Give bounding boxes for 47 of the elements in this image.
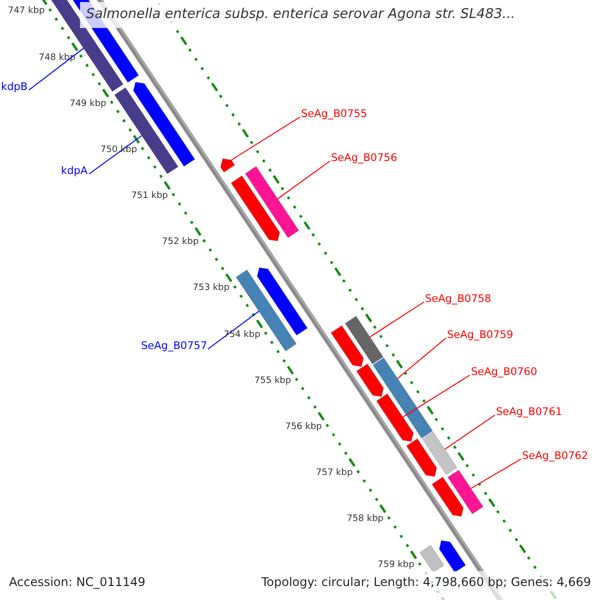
gene-block	[419, 544, 444, 573]
gene-block	[406, 438, 438, 477]
leader-line	[402, 374, 470, 418]
gene-label: kdpA	[61, 166, 88, 178]
tick-label: 755 kbp	[254, 376, 292, 387]
leader-line	[397, 338, 446, 379]
footer-text: Topology: circular; Length: 4,798,660 bp; Genes: 4,669	[261, 576, 591, 590]
leader-line	[208, 310, 260, 350]
gene-label: SeAg_B0760	[471, 367, 538, 379]
tick-label: 747 kbp	[8, 7, 45, 18]
gene-block	[330, 325, 364, 367]
tick-label: 750 kbp	[100, 146, 138, 156]
gene-block	[447, 470, 484, 514]
leader-line	[277, 160, 330, 200]
tick-label: 759 kbp	[378, 561, 414, 572]
gene-label: SeAg_B0758	[425, 294, 492, 306]
gene-block	[244, 166, 300, 238]
leader-line	[230, 116, 300, 160]
tick-label: 751 kbp	[131, 192, 168, 202]
gene-block	[356, 363, 384, 397]
tick-label: 756 kbp	[285, 422, 322, 433]
gene-block	[438, 540, 466, 573]
leader-line	[88, 135, 142, 174]
tick-label: 758 kbp	[346, 515, 384, 526]
gene-block	[376, 393, 414, 442]
gene-block	[230, 175, 280, 242]
tick-label: 749 kbp	[70, 100, 106, 110]
leader-line	[369, 302, 424, 338]
gene-block	[422, 431, 458, 476]
gene-label: SeAg_B0761	[496, 407, 562, 419]
gene-block	[372, 357, 434, 439]
leader-line	[444, 414, 496, 450]
gene-label: SeAg_B0757	[141, 341, 208, 353]
gene-block	[432, 476, 464, 517]
gene-label: kdpB	[1, 82, 28, 94]
gene-label: SeAg_B0755	[301, 109, 368, 121]
gene-block	[220, 158, 236, 173]
leader-line	[470, 458, 522, 489]
leader-line	[28, 48, 84, 90]
gene-label: SeAg_B0759	[447, 330, 514, 342]
tick-label: 753 kbp	[192, 284, 230, 294]
gene-label: SeAg_B0762	[522, 451, 588, 463]
gene-block	[344, 316, 384, 365]
footer-text: Accession: NC_011149	[9, 576, 146, 590]
tick-label: 752 kbp	[162, 238, 199, 248]
tick-label: 757 kbp	[316, 469, 353, 479]
gene-label: SeAg_B0756	[331, 153, 398, 165]
